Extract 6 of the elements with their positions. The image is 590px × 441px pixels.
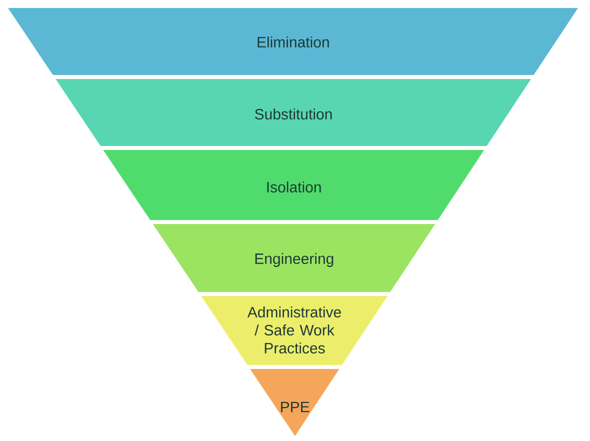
pyramid-band: Engineering <box>152 224 436 292</box>
pyramid-tip: PPE <box>250 368 340 436</box>
pyramid-band: Elimination <box>8 8 578 75</box>
pyramid-band: Isolation <box>103 150 484 220</box>
pyramid-band: Substitution <box>56 79 532 146</box>
pyramid-band: Administrative / Safe Work Practices <box>201 296 388 365</box>
